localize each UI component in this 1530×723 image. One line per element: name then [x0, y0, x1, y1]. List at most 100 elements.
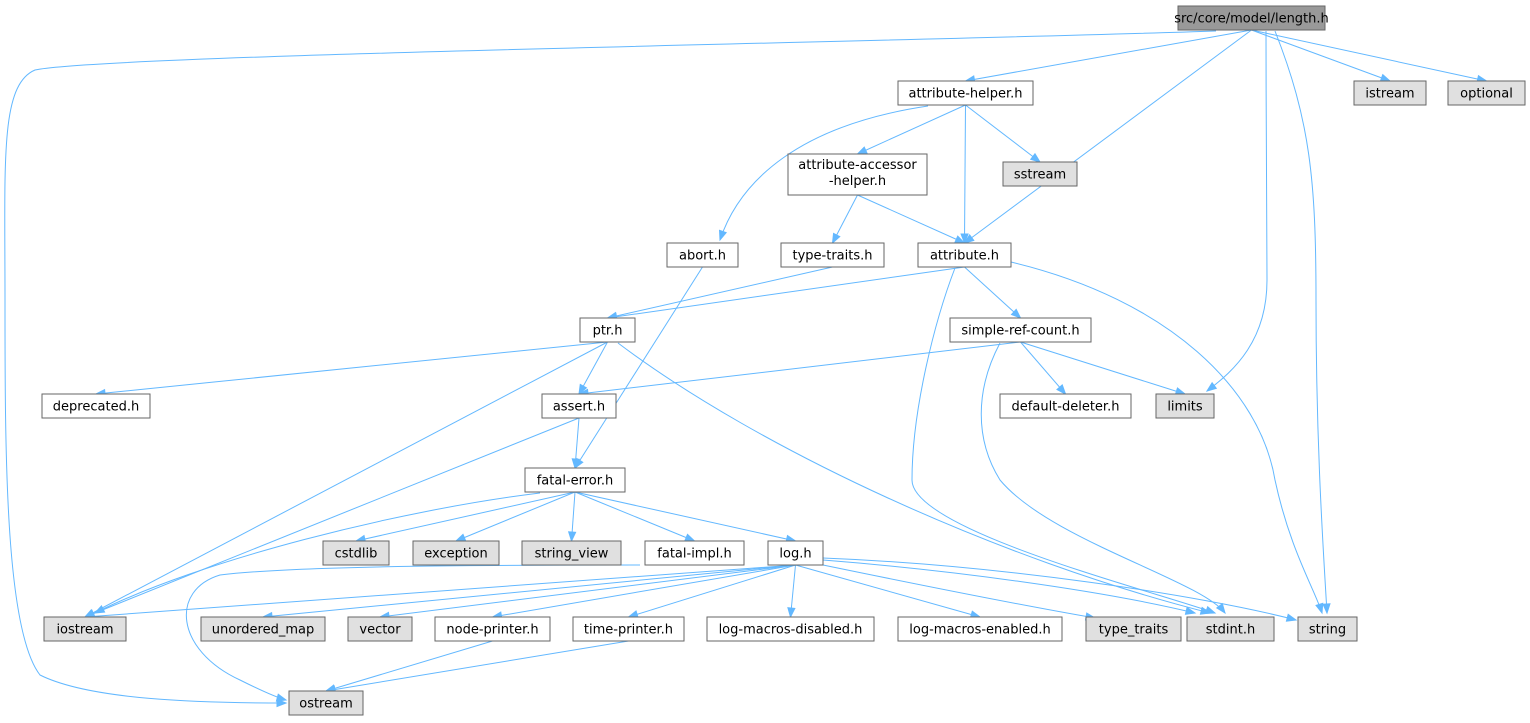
node-fatal-impl[interactable]: fatal-impl.h: [644, 540, 745, 566]
edge-attribute-helper-to-sstream: [965, 104, 1041, 163]
node-node-printer[interactable]: node-printer.h: [434, 616, 551, 642]
node-log-macros-enabled[interactable]: log-macros-enabled.h: [897, 616, 1063, 642]
node-length[interactable]: src/core/model/length.h: [1174, 5, 1329, 31]
edge-log-to-log-macros-enabled: [795, 564, 981, 618]
node-cstdlib: cstdlib: [322, 540, 390, 566]
edge-length-to-ostream-arrowhead: [276, 698, 288, 708]
node-vector: vector: [347, 616, 413, 642]
edge-fatal-error-to-iostream-arrowhead: [93, 604, 106, 614]
node-time-printer-label: time-printer.h: [584, 623, 673, 638]
node-type-traits: type_traits: [1085, 616, 1182, 642]
node-fatal-impl-label: fatal-impl.h: [657, 547, 731, 562]
node-abort-box: [666, 242, 739, 268]
node-default-deleter[interactable]: default-deleter.h: [999, 393, 1132, 419]
node-exception-label: exception: [424, 547, 488, 562]
node-deprecated[interactable]: deprecated.h: [41, 393, 151, 419]
node-attribute-box: [917, 242, 1012, 268]
node-simple-ref-count-box: [949, 317, 1092, 343]
edge-attribute-accessor-helper-to-attribute: [857, 194, 965, 244]
edge-fatal-error-to-fatal-impl-arrowhead: [684, 533, 696, 542]
node-ptr[interactable]: ptr.h: [579, 317, 636, 343]
node-cstdlib-box: [322, 540, 390, 566]
node-attribute-helper[interactable]: attribute-helper.h: [897, 80, 1034, 106]
edge-length-to-ostream: [4, 30, 1217, 704]
node-unordered-map: unordered_map: [200, 616, 326, 642]
node-type-traits-h[interactable]: type-traits.h: [780, 242, 885, 268]
node-unordered-map-label: unordered_map: [212, 623, 315, 638]
node-log-macros-disabled[interactable]: log-macros-disabled.h: [706, 616, 875, 642]
node-string: string: [1297, 616, 1358, 642]
edge-simple-ref-count-to-default-deleter-arrowhead: [1056, 384, 1067, 396]
node-limits-label: limits: [1167, 400, 1203, 415]
edge-ptr-to-deprecated: [95, 341, 608, 395]
node-fatal-error-label: fatal-error.h: [537, 474, 614, 489]
edge-attribute-to-string: [1010, 261, 1323, 614]
edge-attribute-to-stdint: [911, 267, 1216, 614]
node-ostream-label: ostream: [299, 697, 353, 712]
node-stdint: stdint.h: [1186, 616, 1275, 642]
node-attribute-helper-label: attribute-helper.h: [908, 87, 1022, 102]
node-optional-box: [1447, 80, 1526, 106]
edge-log-to-log-macros-disabled-arrowhead: [787, 607, 796, 619]
node-istream-label: istream: [1365, 87, 1414, 102]
node-ostream: ostream: [288, 690, 364, 716]
node-simple-ref-count-label: simple-ref-count.h: [961, 324, 1079, 339]
edge-simple-ref-count-to-default-deleter: [1020, 341, 1066, 395]
node-deprecated-label: deprecated.h: [53, 400, 139, 415]
node-log-macros-enabled-label: log-macros-enabled.h: [909, 623, 1050, 638]
node-string-view: string_view: [521, 540, 622, 566]
node-cstdlib-label: cstdlib: [335, 547, 378, 562]
edge-attribute-helper-to-attribute-arrowhead: [960, 233, 969, 245]
edge-fatal-error-to-fatal-impl: [574, 491, 695, 542]
node-type-traits-box: [1085, 616, 1182, 642]
node-fatal-error[interactable]: fatal-error.h: [524, 467, 626, 493]
edge-attribute-helper-to-attribute: [964, 104, 966, 244]
node-attribute-accessor-helper-label-line2: -helper.h: [829, 174, 886, 189]
node-abort[interactable]: abort.h: [666, 242, 739, 268]
edge-fatal-error-to-exception: [455, 491, 576, 542]
node-log-macros-disabled-label: log-macros-disabled.h: [719, 623, 863, 638]
node-iostream-label: iostream: [56, 623, 113, 638]
edge-attribute-helper-to-sstream-arrowhead: [1029, 152, 1042, 163]
edge-node-printer-to-ostream: [325, 640, 493, 692]
node-attribute[interactable]: attribute.h: [917, 242, 1012, 268]
node-attribute-accessor-helper[interactable]: attribute-accessor-helper.h: [787, 153, 928, 196]
node-ostream-box: [288, 690, 364, 716]
edge-fatal-impl-to-ostream-arrowhead: [275, 693, 288, 702]
edge-length-to-attribute: [964, 29, 1252, 244]
node-attribute-helper-box: [897, 80, 1034, 106]
node-assert[interactable]: assert.h: [541, 393, 617, 419]
node-time-printer-box: [572, 616, 685, 642]
node-length-box: [1177, 5, 1326, 31]
node-time-printer[interactable]: time-printer.h: [572, 616, 685, 642]
edge-simple-ref-count-to-stdint: [980, 342, 1226, 614]
edge-attribute-helper-to-attribute-accessor-helper: [857, 104, 966, 155]
node-stdint-box: [1186, 616, 1275, 642]
edge-length-to-limits: [1206, 30, 1268, 392]
edge-attribute-helper-to-attribute-accessor-helper-arrowhead: [856, 146, 868, 155]
edge-length-to-string: [1274, 30, 1328, 614]
edge-log-to-type-traits: [822, 564, 1096, 619]
node-sstream: sstream: [1002, 161, 1078, 187]
edge-log-to-time-printer: [628, 564, 796, 618]
edge-simple-ref-count-to-assert: [578, 341, 1021, 395]
edge-log-to-string: [822, 557, 1297, 621]
node-vector-label: vector: [359, 623, 401, 638]
node-simple-ref-count[interactable]: simple-ref-count.h: [949, 317, 1092, 343]
node-log[interactable]: log.h: [767, 540, 824, 566]
node-string-view-box: [521, 540, 622, 566]
edge-attribute-helper-to-abort: [719, 105, 929, 241]
node-iostream: iostream: [43, 616, 127, 642]
node-log-macros-disabled-box: [706, 616, 875, 642]
edge-ptr-to-iostream: [84, 341, 608, 618]
node-exception: exception: [412, 540, 500, 566]
node-ptr-box: [579, 317, 636, 343]
edge-log-to-string-arrowhead: [1285, 613, 1298, 622]
edge-assert-to-iostream: [84, 417, 580, 618]
node-unordered-map-box: [200, 616, 326, 642]
edge-fatal-error-to-iostream: [94, 492, 541, 614]
edge-length-to-limits-arrowhead: [1205, 381, 1218, 392]
node-optional-label: optional: [1460, 87, 1513, 102]
edge-abort-to-fatal-error: [574, 266, 703, 469]
